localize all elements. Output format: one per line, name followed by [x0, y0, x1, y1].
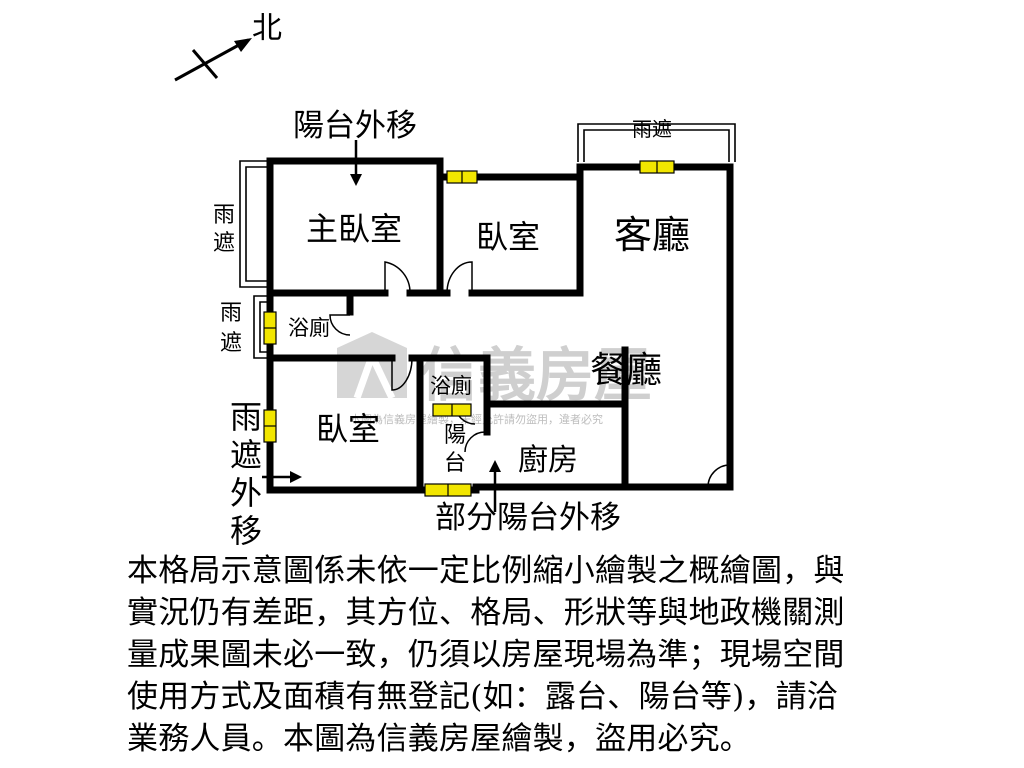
compass-arrow-icon — [174, 38, 252, 82]
disclaimer-line: 實況仍有差距，其方位、格局、形狀等與地政機關測 — [127, 595, 845, 631]
room-bathroom-2: 浴廁 — [430, 374, 472, 398]
canopy-left-1-a: 雨 — [213, 203, 235, 228]
sinyi-logo-icon — [337, 332, 407, 400]
room-dining: 餐廳 — [590, 350, 662, 391]
disclaimer-line: 本格局示意圖係未依一定比例縮小繪製之概繪圖，與 — [127, 553, 845, 589]
disclaimer-line: 量成果圖未必一致，仍須以房屋現場為準；現場空間 — [127, 637, 845, 673]
room-bedroom-2: 臥室 — [316, 410, 380, 448]
canopy-outlines — [239, 123, 736, 359]
room-living: 客廳 — [614, 213, 690, 257]
doors — [329, 261, 731, 488]
room-bedroom-1: 臥室 — [476, 218, 540, 256]
canopy-left-2-a: 雨 — [220, 301, 242, 326]
room-master-bedroom: 主臥室 — [306, 210, 402, 248]
canopy-left-1-b: 遮 — [213, 231, 235, 256]
disclaimer-line: 業務人員。本圖為信義房屋繪製，盜用必究。 — [127, 721, 751, 757]
balcony-move-out-label: 陽台外移 — [293, 108, 417, 144]
canopy-top-label: 雨遮 — [632, 117, 672, 141]
watermark-brand: 信義房屋 — [420, 341, 652, 409]
room-balcony-a: 陽 — [444, 423, 466, 448]
disclaimer-line: 使用方式及面積有無登記(如：露台、陽台等)，請洽 — [127, 679, 838, 715]
room-balcony-b: 台 — [444, 451, 466, 476]
canopy-move-label-3: 外 — [230, 474, 262, 512]
canopy-move-label-2: 遮 — [230, 436, 262, 474]
canopy-move-label-1: 雨 — [230, 398, 262, 436]
disclaimer-text: 本格局示意圖係未依一定比例縮小繪製之概繪圖，與 實況仍有差距，其方位、格局、形狀… — [127, 550, 907, 760]
windows — [263, 160, 675, 497]
room-kitchen: 廚房 — [518, 443, 578, 478]
compass-north-label: 北 — [252, 11, 282, 46]
canopy-move-label-4: 移 — [230, 512, 262, 545]
move-out-arrows — [262, 140, 501, 512]
canopy-left-2-b: 遮 — [220, 331, 242, 356]
floor-plan: 北 信義房屋 本圖為信義房屋繪製，未經允許請勿盜用，違者必究 — [174, 11, 736, 545]
room-bathroom-1: 浴廁 — [288, 316, 330, 340]
watermark-notice: 本圖為信義房屋繪製，未經允許請勿盜用，違者必究 — [350, 412, 603, 426]
partial-balcony-move-out-label: 部分陽台外移 — [435, 500, 621, 536]
